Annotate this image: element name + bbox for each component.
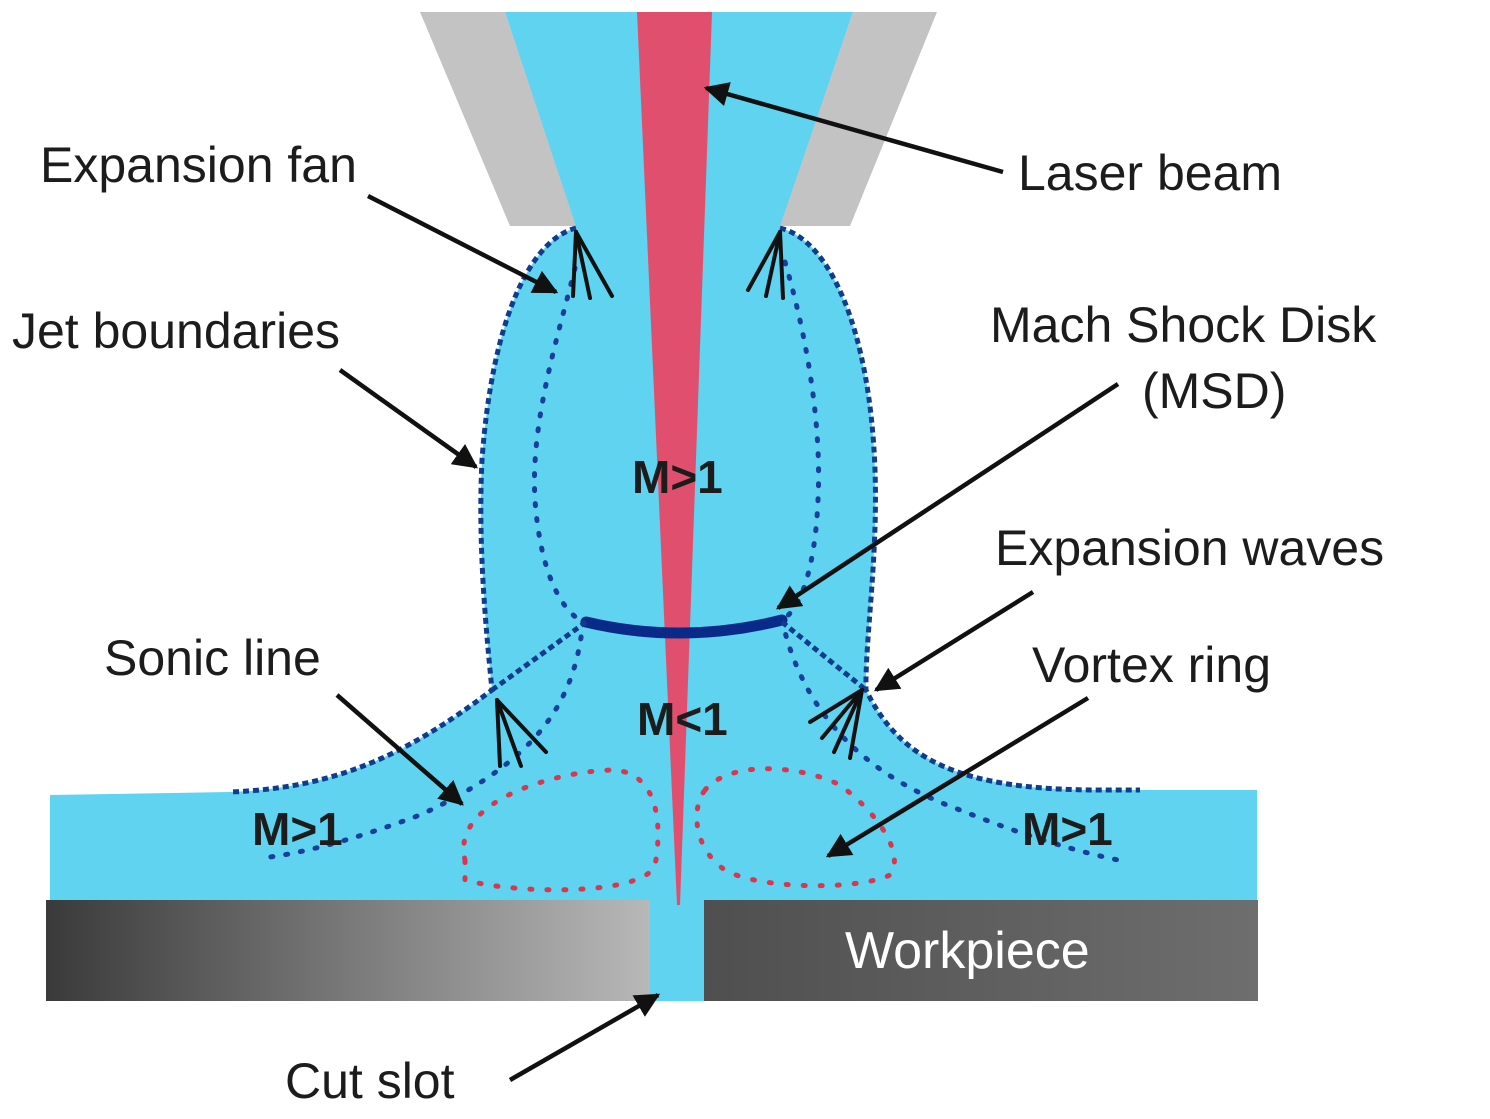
cut-slot-gap	[650, 900, 704, 1001]
region-subsonic: M<1	[637, 693, 728, 745]
region-right-supersonic: M>1	[1022, 803, 1113, 855]
arrow-expansion-waves	[873, 590, 1035, 692]
label-expansion-fan: Expansion fan	[40, 137, 357, 193]
label-jet-boundaries: Jet boundaries	[12, 303, 340, 359]
jet-boundary-left	[229, 225, 577, 795]
label-cut-slot: Cut slot	[285, 1053, 455, 1109]
label-laser-beam: Laser beam	[1018, 145, 1282, 201]
label-workpiece: Workpiece	[845, 922, 1090, 980]
workpiece-left-block	[46, 900, 650, 1001]
nozzle-left-wall	[420, 12, 576, 226]
arrow-jet-boundaries	[338, 368, 479, 469]
region-core-supersonic: M>1	[632, 451, 723, 503]
arrow-laser-beam	[703, 82, 1004, 175]
expansion-fan-bottom-left	[495, 698, 548, 768]
workpiece-right-block	[704, 900, 1258, 1001]
shock-line-right	[780, 620, 868, 692]
arrow-cut-slot	[508, 993, 661, 1082]
label-msd: (MSD)	[1142, 363, 1286, 419]
label-sonic-line: Sonic line	[104, 630, 321, 686]
mach-shock-disk	[580, 614, 788, 639]
vortex-ring-left	[461, 767, 661, 893]
arrow-vortex-ring	[825, 696, 1090, 858]
expansion-fan-top-right	[746, 230, 785, 300]
vortex-ring-right	[694, 766, 897, 889]
jet-boundary-right	[779, 225, 1140, 793]
gas-jet-plume	[50, 12, 1257, 900]
expansion-fan-bottom-right	[808, 688, 864, 760]
inner-boundary-right	[779, 259, 822, 623]
arrow-expansion-fan	[366, 193, 559, 295]
label-expansion-waves: Expansion waves	[995, 520, 1384, 576]
region-left-supersonic: M>1	[252, 803, 343, 855]
inner-boundary-left	[531, 265, 586, 625]
arrow-sonic-line	[335, 693, 464, 806]
nozzle-right-wall	[780, 12, 937, 226]
expansion-fan-top-left	[571, 230, 614, 300]
arrow-mach-shock-disk	[775, 382, 1120, 610]
label-vortex-ring: Vortex ring	[1032, 637, 1271, 693]
sonic-line-right	[779, 617, 1121, 863]
label-mach-shock-disk: Mach Shock Disk	[990, 297, 1377, 353]
laser-beam-cone	[637, 12, 712, 905]
